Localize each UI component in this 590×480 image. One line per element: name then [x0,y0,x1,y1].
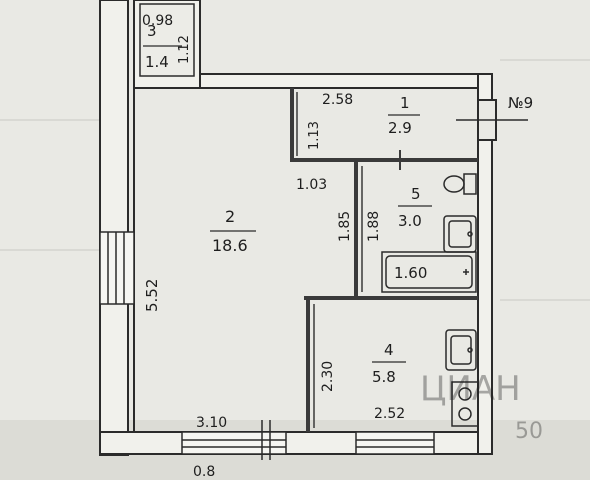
right-wall [477,73,493,455]
apartment-number: №9 [508,94,533,112]
paper-grid-lines [0,59,590,301]
room-3-number: 3 [147,22,157,40]
room-labels: 3 1.4 1 2.9 2 18.6 5 3.0 4 5.8 [143,22,432,386]
room-2-number: 2 [225,207,235,226]
dim-room2-length: 5.52 [143,279,161,312]
room-5-area: 3.0 [398,212,422,230]
watermark-number: 50 [515,419,543,444]
dim-bathtub-length: 1.60 [394,264,427,282]
dim-room3-depth: 1.12 [177,35,192,64]
dim-room1-width: 2.58 [322,92,353,108]
watermark: ЦИАН 50 [420,369,543,444]
dim-room1-depth: 1.13 [307,121,322,150]
left-window [99,231,135,305]
top-wall [191,73,493,89]
watermark-brand: ЦИАН [420,369,521,409]
dimension-labels: 0.98 1.12 2.58 1.13 1.03 5.52 1.85 1.88 … [142,13,427,480]
kitchen-stove [451,381,479,427]
kitchen-sink [445,329,477,371]
dim-corridor-width: 1.03 [296,177,327,193]
dim-kitchen-depth: 2.30 [320,361,336,392]
bottom-windows [181,420,435,460]
room-4-area: 5.8 [372,368,396,386]
left-wall [99,0,129,456]
room-5-number: 5 [411,185,421,203]
room-1-area: 2.9 [388,119,412,137]
dim-wall-left-of-bath: 1.85 [337,211,353,242]
dim-room2-width: 3.10 [196,415,227,431]
dim-kitchen-width: 2.52 [374,406,405,422]
exterior-walls [99,0,493,456]
room-1-number: 1 [400,94,410,112]
bathtub [381,251,477,293]
room-2-area: 18.6 [212,236,248,255]
room-4-number: 4 [384,341,394,359]
room-3-area: 1.4 [145,53,169,71]
toilet [443,173,477,195]
dim-bath-depth: 1.88 [366,211,382,242]
partitions [290,88,478,432]
dim-below-plan: 0.8 [193,464,215,480]
dim-room3-width: 0.98 [142,13,173,29]
